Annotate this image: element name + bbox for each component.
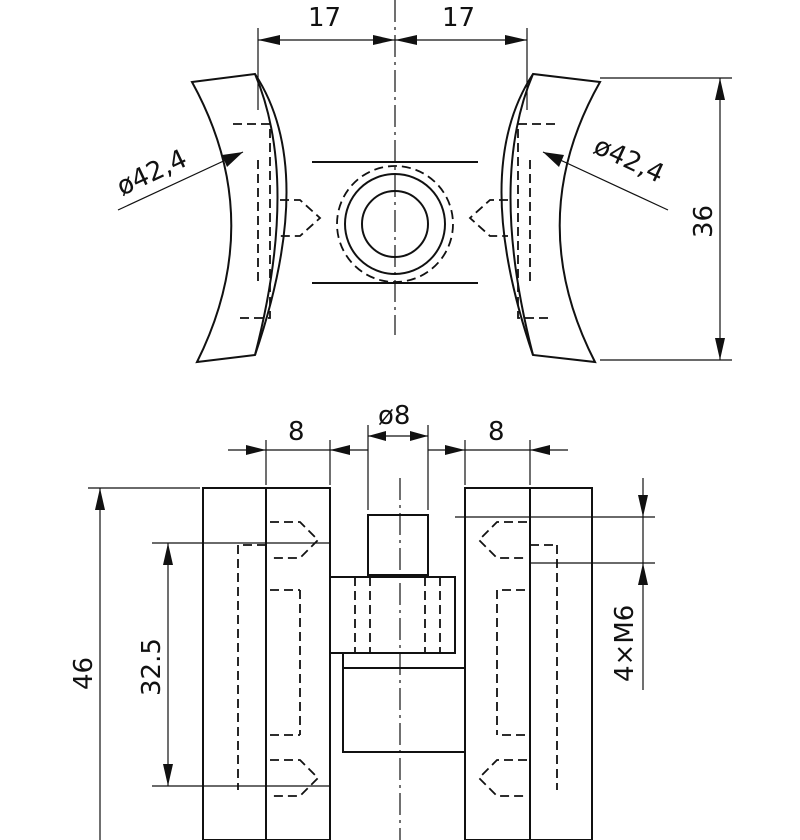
hub-hidden-lines bbox=[354, 577, 441, 653]
dim-top-height: 36 bbox=[689, 205, 719, 238]
arrow bbox=[715, 78, 725, 100]
right-block bbox=[464, 487, 593, 840]
arrow bbox=[543, 152, 564, 167]
thread-hole-bottom-right bbox=[477, 759, 527, 797]
dim-front-right-width: 8 bbox=[488, 417, 505, 447]
arrow bbox=[445, 445, 465, 455]
left-saddle-inner-arc bbox=[254, 73, 279, 356]
dim-front-thread: 4×M6 bbox=[610, 605, 640, 682]
arrow bbox=[505, 35, 527, 45]
thread-hole-top-right bbox=[477, 521, 527, 559]
arrow bbox=[638, 495, 648, 517]
arrow bbox=[163, 764, 173, 786]
arrow bbox=[638, 563, 648, 585]
dim-top-right-width: 17 bbox=[442, 3, 475, 33]
right-saddle-inner-arc bbox=[509, 73, 534, 356]
leader-left-diameter bbox=[117, 151, 244, 211]
center-hub bbox=[329, 576, 456, 654]
arrow bbox=[246, 445, 266, 455]
arrow bbox=[715, 338, 725, 360]
top-view: 17 17 ø42,4 ø42,4 36 bbox=[112, 0, 732, 364]
arrow bbox=[330, 445, 350, 455]
center-stem bbox=[342, 653, 465, 753]
left-hidden-bore bbox=[233, 123, 322, 319]
arrow bbox=[258, 35, 280, 45]
dim-front-hole-spacing: 32.5 bbox=[137, 638, 167, 696]
left-saddle-outline bbox=[190, 72, 288, 364]
thread-hole-bottom-left bbox=[270, 759, 320, 797]
center-pin bbox=[367, 514, 429, 576]
arrow bbox=[95, 488, 105, 510]
dim-front-pin-diameter: ø8 bbox=[378, 401, 410, 431]
right-saddle-outline bbox=[500, 72, 602, 364]
dim-front-total-height: 46 bbox=[69, 657, 99, 690]
dim-front-left-width: 8 bbox=[288, 417, 305, 447]
right-hidden-bore bbox=[468, 123, 555, 319]
arrow bbox=[530, 445, 550, 455]
right-hidden-groove bbox=[496, 544, 558, 790]
arrow bbox=[373, 35, 395, 45]
dim-right-diameter: ø42,4 bbox=[589, 131, 669, 189]
dim-top-left-width: 17 bbox=[308, 3, 341, 33]
arrow bbox=[410, 431, 428, 441]
thread-hole-top-left bbox=[270, 521, 320, 559]
arrow bbox=[163, 543, 173, 565]
leader-right-diameter bbox=[542, 151, 669, 211]
arrow bbox=[222, 152, 243, 167]
arrow bbox=[395, 35, 417, 45]
front-view: 8 ø8 8 46 32.5 4×M6 bbox=[69, 401, 655, 840]
arrow bbox=[368, 431, 386, 441]
left-hidden-groove bbox=[237, 544, 301, 790]
